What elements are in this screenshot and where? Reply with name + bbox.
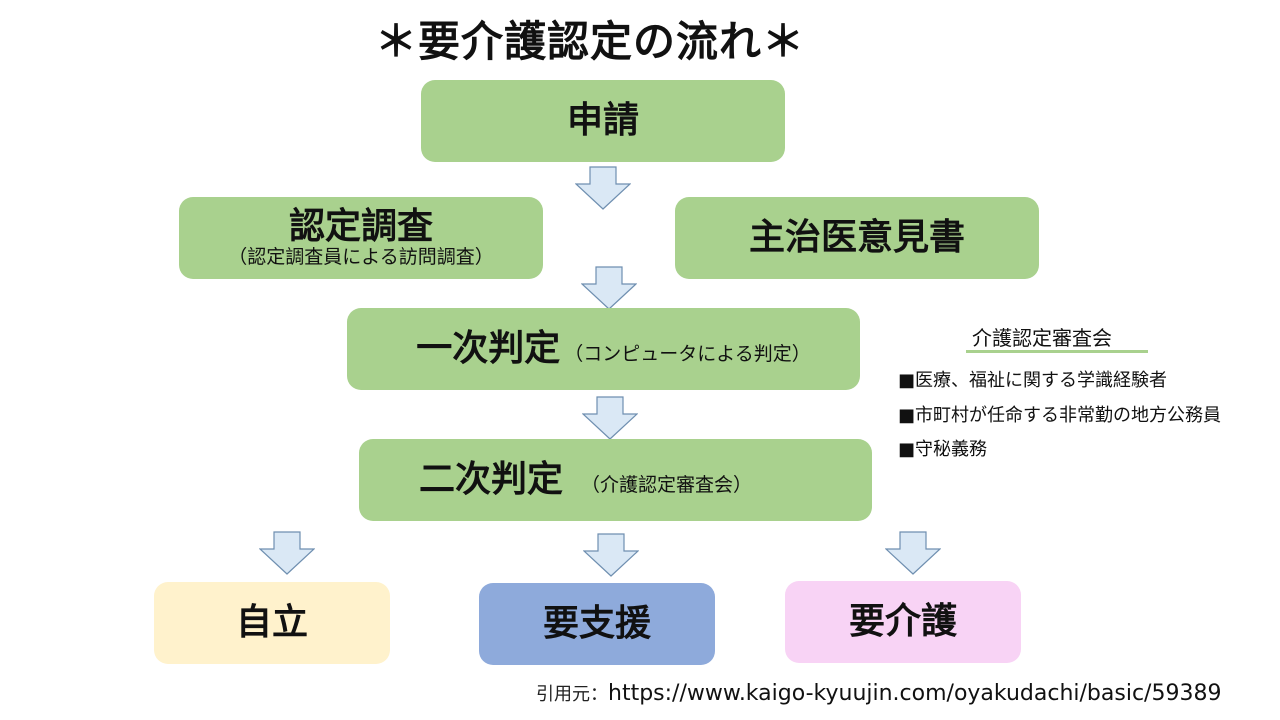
- step-second-judgment-sub: （介護認定審査会）: [581, 474, 753, 497]
- step-doctor-opinion: 主治医意見書: [675, 197, 1039, 279]
- outcome-yoshien: 要支援: [479, 583, 715, 665]
- committee-note-title: 介護認定審査会: [972, 326, 1112, 350]
- citation-prefix: 引用元：: [536, 684, 608, 705]
- step-application: 申請: [421, 80, 785, 162]
- committee-note-item: ■医療、福祉に関する学識経験者: [898, 370, 1168, 391]
- citation-url: https://www.kaigo-kyuujin.com/oyakudachi…: [608, 681, 1222, 706]
- outcome-yoshien-label: 要支援: [542, 603, 651, 645]
- committee-note-underline: [966, 350, 1148, 353]
- committee-note-item: ■市町村が任命する非常勤の地方公務員: [898, 405, 1222, 426]
- down-arrow-icon: [575, 166, 631, 210]
- committee-note-item: ■守秘義務: [898, 439, 988, 460]
- step-survey: 認定調査 （認定調査員による訪問調査）: [179, 197, 543, 279]
- page-title: ＊要介護認定の流れ＊: [374, 17, 805, 66]
- citation: 引用元：https://www.kaigo-kyuujin.com/oyakud…: [536, 680, 1221, 706]
- step-application-label: 申請: [566, 100, 639, 142]
- down-arrow-icon: [259, 531, 315, 575]
- down-arrow-icon: [581, 266, 637, 310]
- outcome-jiritsu-label: 自立: [235, 602, 308, 644]
- step-survey-sub: （認定調査員による訪問調査）: [228, 246, 494, 269]
- outcome-yokaigo: 要介護: [785, 581, 1021, 663]
- down-arrow-icon: [582, 396, 638, 440]
- step-first-judgment-label: 一次判定: [416, 328, 561, 370]
- step-second-judgment: 二次判定 （介護認定審査会）: [359, 439, 872, 521]
- down-arrow-icon: [885, 531, 941, 575]
- outcome-yokaigo-label: 要介護: [848, 601, 957, 643]
- step-doctor-opinion-label: 主治医意見書: [748, 217, 965, 259]
- step-survey-label: 認定調査: [288, 205, 433, 247]
- outcome-jiritsu: 自立: [154, 582, 390, 664]
- step-second-judgment-label: 二次判定: [418, 459, 563, 501]
- step-first-judgment: 一次判定 （コンピュータによる判定）: [347, 308, 860, 390]
- step-first-judgment-sub: （コンピュータによる判定）: [564, 343, 811, 366]
- down-arrow-icon: [583, 533, 639, 577]
